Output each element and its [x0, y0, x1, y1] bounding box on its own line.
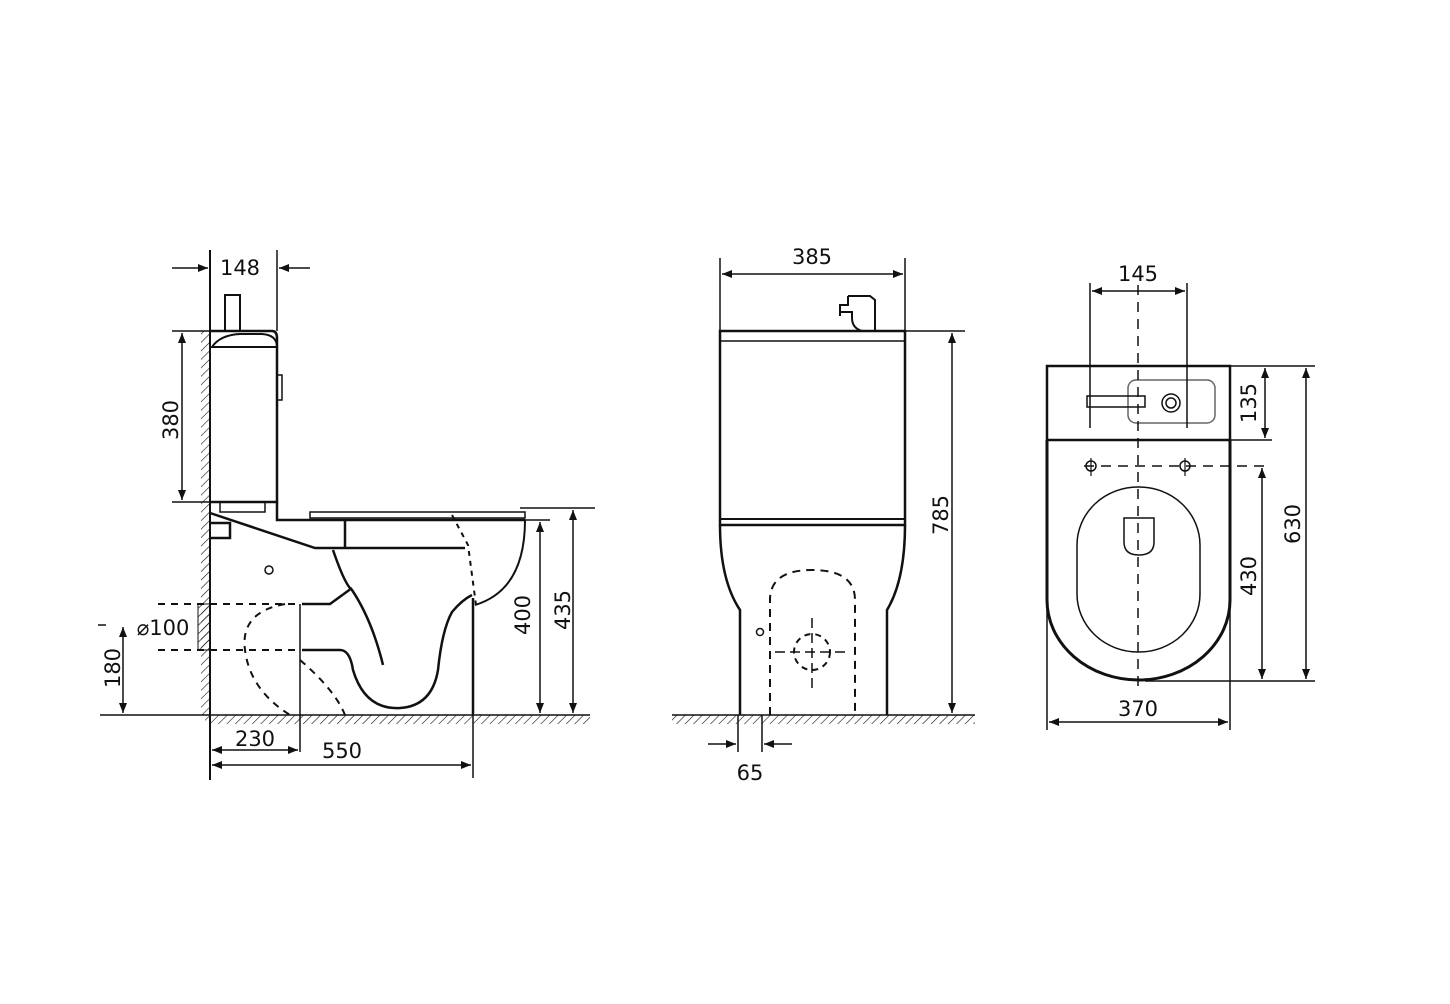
flush-pipe — [224, 294, 241, 332]
dim-outlet-diameter: ⌀100 — [137, 616, 190, 640]
faucet — [839, 295, 876, 332]
outlet-shape — [1123, 517, 1155, 556]
fixing-hole — [264, 565, 274, 575]
hidden-outlet — [158, 603, 346, 716]
top-view: 145 135 430 630 370 — [1045, 262, 1315, 730]
bowl-top — [275, 502, 525, 522]
faucet-top — [1086, 395, 1146, 408]
dim-basin-depth: 135 — [1237, 383, 1261, 423]
dim-width: 385 — [792, 245, 832, 269]
bowl-front-outline — [718, 524, 907, 715]
hidden-rim — [451, 514, 477, 606]
front-view: 385 785 65 — [672, 245, 975, 785]
dim-total-length: 630 — [1281, 504, 1305, 544]
dim-tank-height: 380 — [159, 400, 183, 440]
cistern — [210, 329, 279, 504]
dim-tank-depth: 148 — [220, 256, 260, 280]
dim-total-depth: 550 — [322, 739, 362, 763]
cistern-front — [718, 329, 907, 527]
dim-outlet-distance: 230 — [235, 727, 275, 751]
wall-outlet-hatch — [197, 603, 211, 651]
cistern-base — [219, 501, 266, 513]
cistern-lid — [210, 333, 279, 348]
floor-hatch — [672, 715, 975, 724]
hidden-base — [769, 568, 856, 715]
drain-outer — [1161, 393, 1181, 413]
dim-total-height: 785 — [929, 495, 953, 535]
dim-seat-height: 435 — [551, 590, 575, 630]
dim-outlet-height: 180 — [101, 648, 125, 688]
dim-basin-width: 145 — [1118, 262, 1158, 286]
trap-outer — [302, 586, 473, 710]
floor-hatch — [205, 715, 590, 724]
dim-base-offset: 65 — [737, 761, 764, 785]
dim-bowl-height: 400 — [511, 595, 535, 635]
wall-hatch — [201, 331, 210, 715]
side-view: 148 380 180 ⌀100 230 550 400 435 — [98, 250, 595, 780]
flush-button — [276, 374, 283, 401]
trap-inner — [331, 549, 385, 666]
outlet-crosshair — [775, 618, 850, 688]
dim-bowl-length: 430 — [1237, 556, 1261, 596]
fixing-hole — [755, 627, 765, 637]
bowl-front — [474, 519, 526, 606]
dim-top-width: 370 — [1118, 697, 1158, 721]
seat — [309, 511, 526, 519]
drain-inner — [1165, 397, 1177, 409]
basin — [1127, 379, 1216, 424]
bowl-body — [209, 511, 465, 550]
